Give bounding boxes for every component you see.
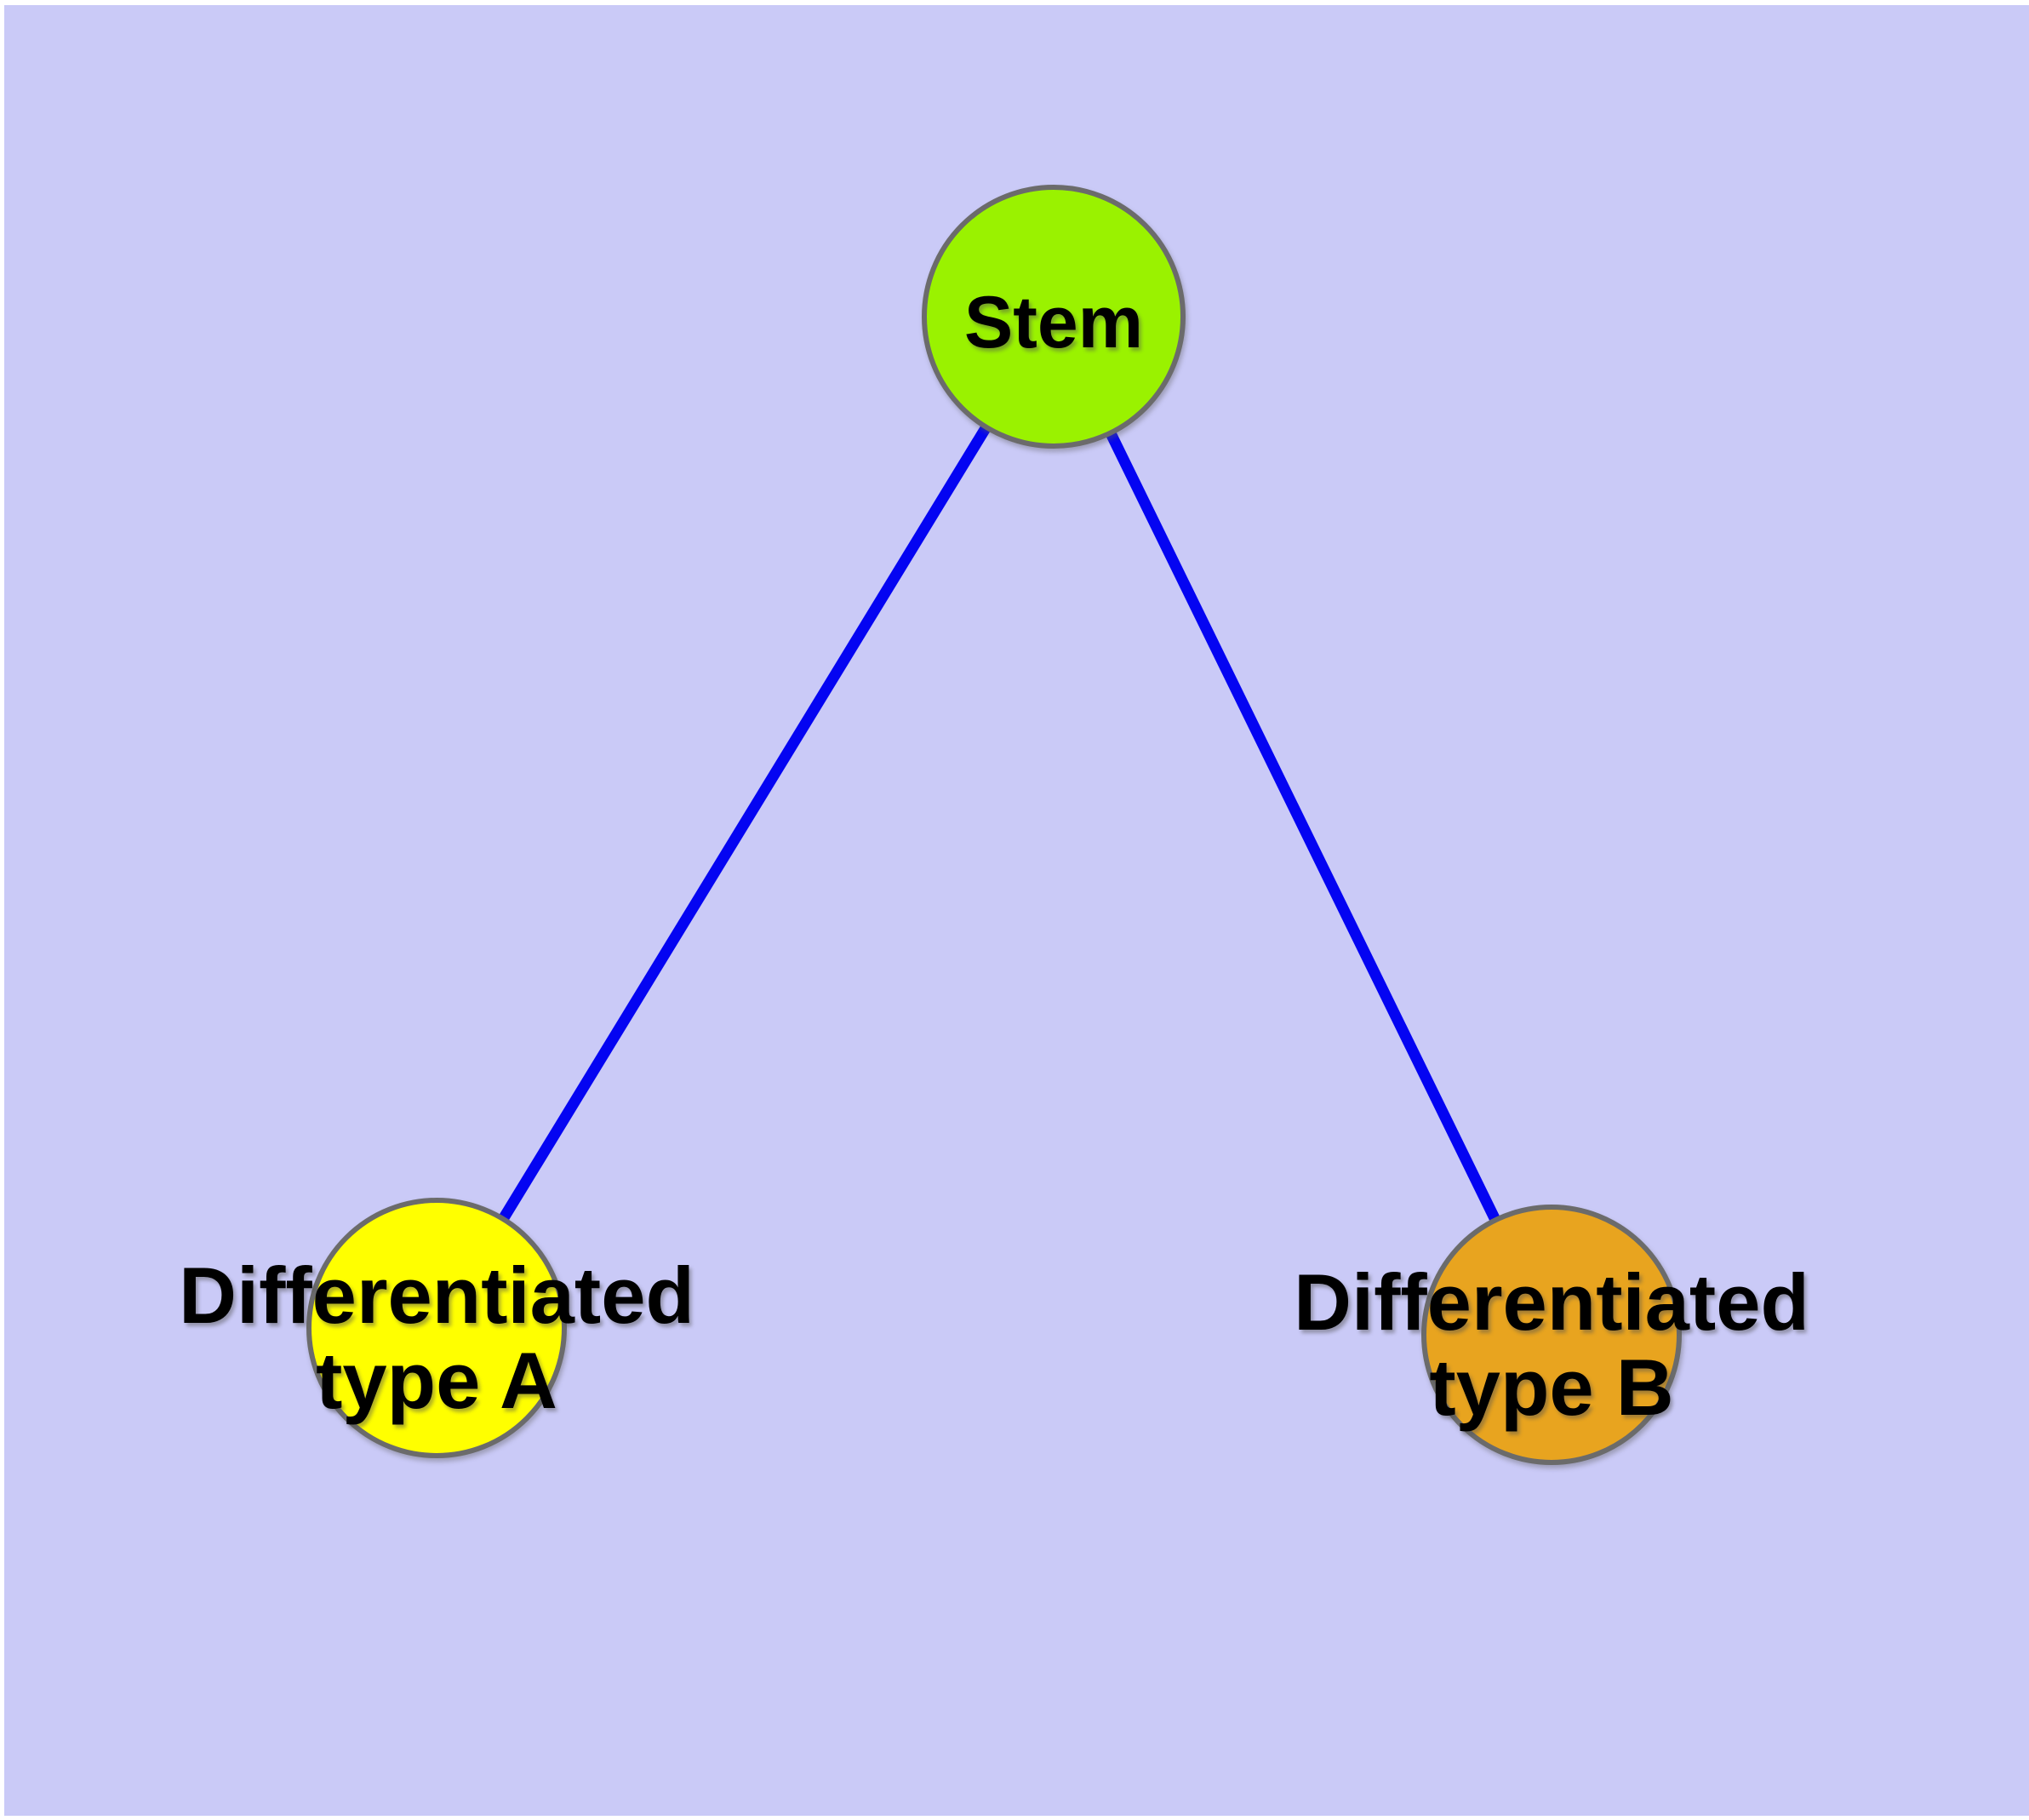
edges-layer [432, 313, 1557, 1337]
edge-stem-to-differentiated-type-b [1049, 314, 1557, 1337]
edge-stem-to-differentiated-type-a [432, 313, 1059, 1331]
nodes-layer [306, 185, 1682, 1465]
node-stem [922, 185, 1186, 449]
node-label-line-differentiated-type-b-1: type B [1429, 1342, 1673, 1432]
node-label-line-differentiated-type-a-0: Differentiated [179, 1251, 694, 1340]
node-label-stem: Stem [964, 282, 1143, 363]
node-differentiated-type-b [1421, 1205, 1682, 1465]
node-label-line-differentiated-type-b-0: Differentiated [1294, 1257, 1809, 1347]
node-label-line-differentiated-type-a-1: type A [316, 1336, 557, 1425]
node-differentiated-type-a [306, 1198, 567, 1458]
node-label-line-stem-0: Stem [964, 282, 1143, 363]
